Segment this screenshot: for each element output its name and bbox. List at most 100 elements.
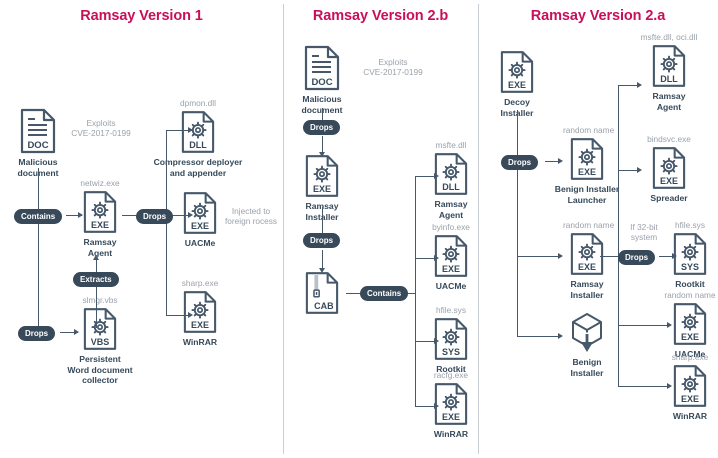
exe-file-icon: EXE: [645, 146, 693, 190]
node-caption: Spreader: [650, 193, 688, 203]
node-winrar-v2a[interactable]: sharp.exe EXE WinRAR: [666, 352, 714, 422]
vbs-file-icon: VBS: [76, 307, 124, 351]
svg-text:DLL: DLL: [442, 182, 460, 192]
edge-label-contains-v2b[interactable]: Contains: [360, 286, 409, 301]
node-cab-archive[interactable]: CAB: [298, 271, 346, 315]
connector: [517, 110, 519, 162]
arrowhead: [188, 312, 193, 318]
package-cube-icon: [563, 310, 611, 354]
node-byinfo-exe[interactable]: byinfo.exe EXE UACMe: [427, 222, 475, 292]
column-title-v2b: Ramsay Version 2.b: [312, 8, 449, 24]
connector: [618, 85, 640, 87]
connector: [600, 256, 618, 258]
node-spreader[interactable]: bindsvc.exe EXE Spreader: [645, 134, 693, 204]
node-caption: WinRAR: [433, 429, 469, 439]
node-dpmon-dll[interactable]: dpmon.dll DLL Compressor deploye: [154, 98, 243, 178]
node-filename: msfte.dll, oci.dll: [640, 32, 698, 42]
node-malicious-document-v2b[interactable]: DOC Maliciousdocument: [292, 45, 352, 115]
svg-text:DOC: DOC: [27, 140, 48, 151]
arrowhead: [558, 253, 563, 259]
exe-file-icon: EXE: [427, 382, 475, 426]
svg-text:DOC: DOC: [311, 77, 332, 88]
connector: [38, 168, 40, 216]
svg-text:EXE: EXE: [91, 220, 109, 230]
node-uacme-v1[interactable]: EXE UACMe: [176, 191, 224, 249]
edge-label-drops-v2b-a[interactable]: Drops: [303, 120, 341, 135]
edge-label-drops-v1-b[interactable]: Drops: [18, 326, 56, 341]
exe-file-icon: EXE: [563, 232, 611, 276]
edge-label-drops-v2b-b[interactable]: Drops: [303, 233, 341, 248]
arrowhead: [319, 152, 325, 157]
node-filename: slmgr.vbs: [82, 295, 118, 305]
connector: [346, 293, 364, 295]
node-caption: Rootkit: [675, 279, 705, 289]
connector: [322, 207, 324, 234]
connector: [517, 162, 519, 337]
column-divider-left: [283, 4, 284, 454]
edge-label-drops-v2a-b[interactable]: Drops: [618, 250, 656, 265]
connector: [415, 258, 437, 260]
node-uacme-v2a[interactable]: random name EXE UACMe: [664, 290, 715, 360]
connector: [166, 315, 191, 317]
column-title-v1: Ramsay Version 1: [80, 8, 203, 24]
node-filename: random name: [664, 290, 716, 300]
node-benign-installer-launcher[interactable]: random name EXE Benign Installer: [555, 125, 619, 205]
sys-file-icon: SYS: [666, 232, 714, 276]
doc-file-icon: DOC: [292, 45, 352, 91]
node-filename: sharp.exe: [181, 278, 219, 288]
edge-label-contains-v1[interactable]: Contains: [14, 209, 63, 224]
connector: [322, 136, 324, 154]
arrowhead: [93, 255, 99, 260]
node-caption: WinRAR: [182, 337, 218, 347]
node-racfg-exe[interactable]: racfg.exe EXE WinRAR: [427, 370, 475, 440]
node-caption: WinRAR: [672, 411, 708, 421]
edge-label-drops-v1-a[interactable]: Drops: [136, 209, 174, 224]
edge-label-drops-v2a-a[interactable]: Drops: [501, 155, 539, 170]
exe-file-icon: EXE: [493, 50, 541, 94]
arrowhead: [319, 268, 325, 273]
connector: [415, 176, 417, 407]
svg-text:DLL: DLL: [660, 74, 678, 84]
arrowhead: [188, 127, 193, 133]
cab-file-icon: CAB: [298, 271, 346, 315]
arrowhead: [78, 212, 83, 218]
svg-text:EXE: EXE: [578, 167, 596, 177]
arrowhead: [434, 403, 439, 409]
edge-label-extracts-v1[interactable]: Extracts: [73, 272, 119, 287]
arrowhead: [558, 333, 563, 339]
node-caption: UACMe: [184, 238, 216, 248]
connector: [517, 256, 561, 258]
node-decoy-installer[interactable]: EXE DecoyInstaller: [493, 50, 541, 118]
node-sharp-exe-v1[interactable]: sharp.exe EXE WinRAR: [176, 278, 224, 348]
arrowhead: [672, 253, 677, 259]
exe-file-icon: EXE: [666, 302, 714, 346]
exe-file-icon: EXE: [298, 154, 346, 198]
svg-text:EXE: EXE: [681, 394, 699, 404]
svg-text:EXE: EXE: [681, 332, 699, 342]
svg-text:SYS: SYS: [681, 262, 699, 272]
sys-file-icon: SYS: [427, 317, 475, 361]
node-rootkit-v2a[interactable]: hfile.sys SYS Rootkit: [666, 220, 714, 290]
exe-file-icon: EXE: [176, 290, 224, 334]
node-filename: bindsvc.exe: [647, 134, 691, 144]
svg-text:EXE: EXE: [313, 184, 331, 194]
arrowhead: [558, 158, 563, 164]
node-hfile-sys-v2b[interactable]: hfile.sys SYS Rootkit: [427, 305, 475, 375]
svg-text:DLL: DLL: [189, 140, 207, 150]
node-caption: Rootkit: [436, 364, 466, 374]
